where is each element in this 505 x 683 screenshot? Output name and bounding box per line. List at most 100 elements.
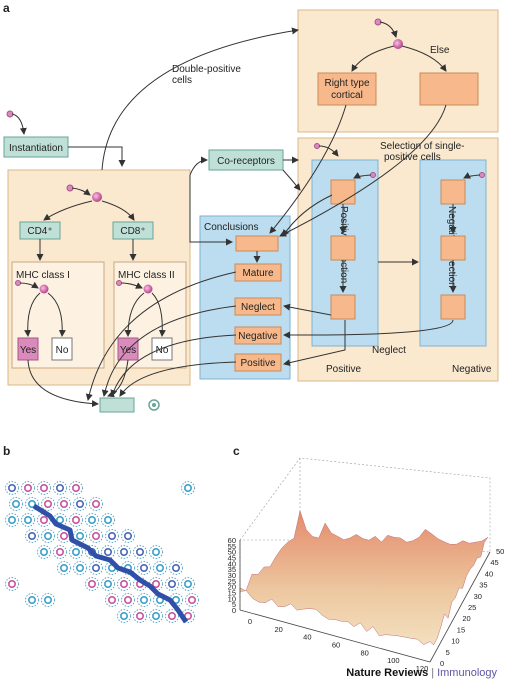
double-positive-label-2: cells (172, 75, 192, 86)
selection-sp-label-2: positive cells (384, 152, 441, 163)
z-tick-label: 20 (228, 583, 236, 592)
panel-c-surface (239, 509, 489, 646)
mhc2-decision-ball (143, 284, 153, 294)
y-tick-label: 0 (440, 659, 444, 668)
neglect-bottom-label: Neglect (372, 345, 406, 356)
lattice-node (133, 609, 147, 623)
double-positive-label-1: Double-positive (172, 64, 241, 75)
right-type-label-1: Right type (324, 78, 369, 89)
lattice-node (5, 513, 19, 527)
no-label-mhc1: No (56, 345, 69, 356)
cd8-label: CD8⁺ (120, 226, 145, 237)
footer-separator: | (431, 667, 435, 679)
z-tick-label: 15 (228, 589, 236, 598)
neg-sel-box-1 (440, 179, 466, 205)
journal-name: Immunology (437, 667, 497, 679)
z-tick-label: 35 (228, 565, 236, 574)
lattice-node (53, 545, 67, 559)
footer-credit: Nature Reviews|Immunology (346, 667, 497, 679)
z-tick-label: 55 (228, 542, 236, 551)
no-box-mhc1 (51, 337, 73, 361)
y-tick-label: 30 (474, 592, 482, 601)
z-tick-label: 40 (228, 559, 236, 568)
panel-b: b (3, 444, 199, 624)
y-tick-label: 35 (479, 581, 487, 590)
y-tick-label: 5 (446, 648, 450, 657)
lattice-node (73, 497, 87, 511)
else-label: Else (430, 45, 450, 56)
lattice-node (149, 609, 163, 623)
mhc1-label: MHC class I (16, 270, 70, 281)
lattice-node (117, 577, 131, 591)
terminal-node-core (152, 403, 156, 407)
lattice-node (89, 497, 103, 511)
positive-bottom-label: Positive (326, 364, 361, 375)
lattice-node (69, 545, 83, 559)
neglect-label: Neglect (241, 302, 275, 313)
panel-a: a Double-positive cells Else Selection o… (3, 1, 499, 413)
pos-sel-box-1 (330, 179, 356, 205)
lattice-node (117, 545, 131, 559)
lattice-node (89, 529, 103, 543)
x-tick-label: 0 (248, 617, 252, 626)
pos-sel-box-3 (330, 294, 356, 320)
lattice-node (37, 545, 51, 559)
else-decision-ball (393, 39, 403, 49)
lattice-node (137, 593, 151, 607)
panel-b-path (32, 503, 189, 624)
lattice-node (57, 561, 71, 575)
lattice-node (165, 609, 179, 623)
lattice-node (149, 545, 163, 559)
lattice-node (85, 577, 99, 591)
x-tick-label: 60 (332, 641, 340, 650)
neg-sel-box-3 (440, 294, 466, 320)
lattice-node (185, 593, 199, 607)
panel-c-letter: c (233, 444, 240, 458)
lattice-node (21, 513, 35, 527)
right-type-label-2: cortical (331, 90, 363, 101)
lattice-node (25, 497, 39, 511)
no-box-mhc2 (151, 337, 173, 361)
coreceptor-decision-ball (92, 192, 102, 202)
positive-label: Positive (240, 358, 275, 369)
panel-b-letter: b (3, 444, 10, 458)
start-dot-mhc1 (15, 280, 21, 286)
mature-label: Mature (242, 268, 274, 279)
panel-c-axes (239, 540, 491, 663)
z-tick-label: 45 (228, 554, 236, 563)
negative-label: Negative (238, 331, 278, 342)
y-tick-label: 25 (468, 603, 476, 612)
lattice-node (53, 481, 67, 495)
z-tick-label: 60 (228, 536, 236, 545)
lattice-node (137, 561, 151, 575)
z-tick-label: 10 (228, 594, 236, 603)
y-tick-label: 40 (485, 569, 493, 578)
y-tick-label: 45 (490, 558, 498, 567)
cd4-label: CD4⁺ (27, 226, 52, 237)
lattice-node (57, 497, 71, 511)
lattice-node (181, 481, 195, 495)
lattice-node (89, 561, 103, 575)
lattice-node (41, 529, 55, 543)
lattice-node (9, 497, 23, 511)
x-tick-label: 80 (360, 648, 368, 657)
x-tick-label: 20 (274, 625, 282, 634)
lattice-node (85, 513, 99, 527)
lattice-node (5, 481, 19, 495)
lattice-node (169, 561, 183, 575)
start-dot-pos-sel (370, 172, 376, 178)
lattice-node (133, 545, 147, 559)
lattice-node (121, 593, 135, 607)
else-box (419, 72, 479, 106)
panel-a-connectors (11, 21, 481, 408)
lattice-node (101, 513, 115, 527)
x-tick-label: 40 (303, 633, 311, 642)
lattice-node (37, 481, 51, 495)
z-tick-label: 30 (228, 571, 236, 580)
y-tick-label: 15 (457, 625, 465, 634)
